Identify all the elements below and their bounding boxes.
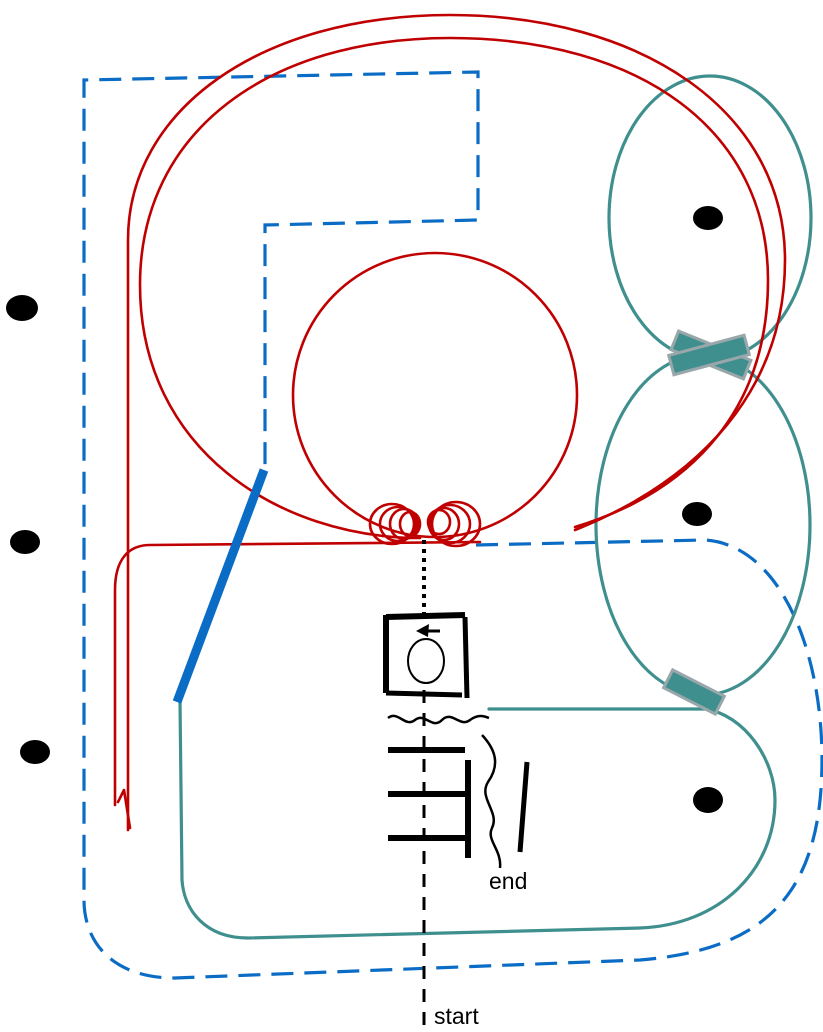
blue-solid-bar [172, 468, 269, 704]
dot-left-top [6, 295, 38, 321]
dot-right-lower [693, 787, 723, 813]
dot-left-bottom [20, 740, 50, 764]
start-label: start [434, 1003, 479, 1029]
joints [661, 329, 753, 717]
joint-lower [661, 667, 727, 717]
dot-right-upper [693, 206, 723, 230]
red-center-loop [291, 251, 579, 539]
red-track [113, 13, 787, 832]
blue-dashed-left-loop [82, 70, 823, 980]
rail-vertical-right [517, 761, 530, 853]
center-figure [383, 540, 530, 1032]
box-circle [407, 638, 445, 684]
square-box [383, 612, 470, 699]
red-coil-right [426, 500, 482, 548]
teal-middle-loop [594, 353, 812, 697]
red-big-loop-inner [138, 36, 770, 540]
blue-dashed-path [82, 70, 823, 980]
squiggle-horizontal [387, 714, 490, 725]
dot-right-middle [682, 502, 712, 526]
box-arrow-icon [416, 624, 429, 637]
red-arrow-head [116, 788, 132, 830]
red-big-loop-outer [126, 13, 787, 832]
end-label: end [489, 868, 527, 894]
teal-lower-loop [178, 698, 777, 940]
red-lead-line [113, 540, 482, 807]
squiggle-vertical [481, 734, 502, 869]
dot-left-middle [10, 530, 40, 554]
joint-upper-b [666, 333, 752, 377]
dots [6, 206, 723, 813]
